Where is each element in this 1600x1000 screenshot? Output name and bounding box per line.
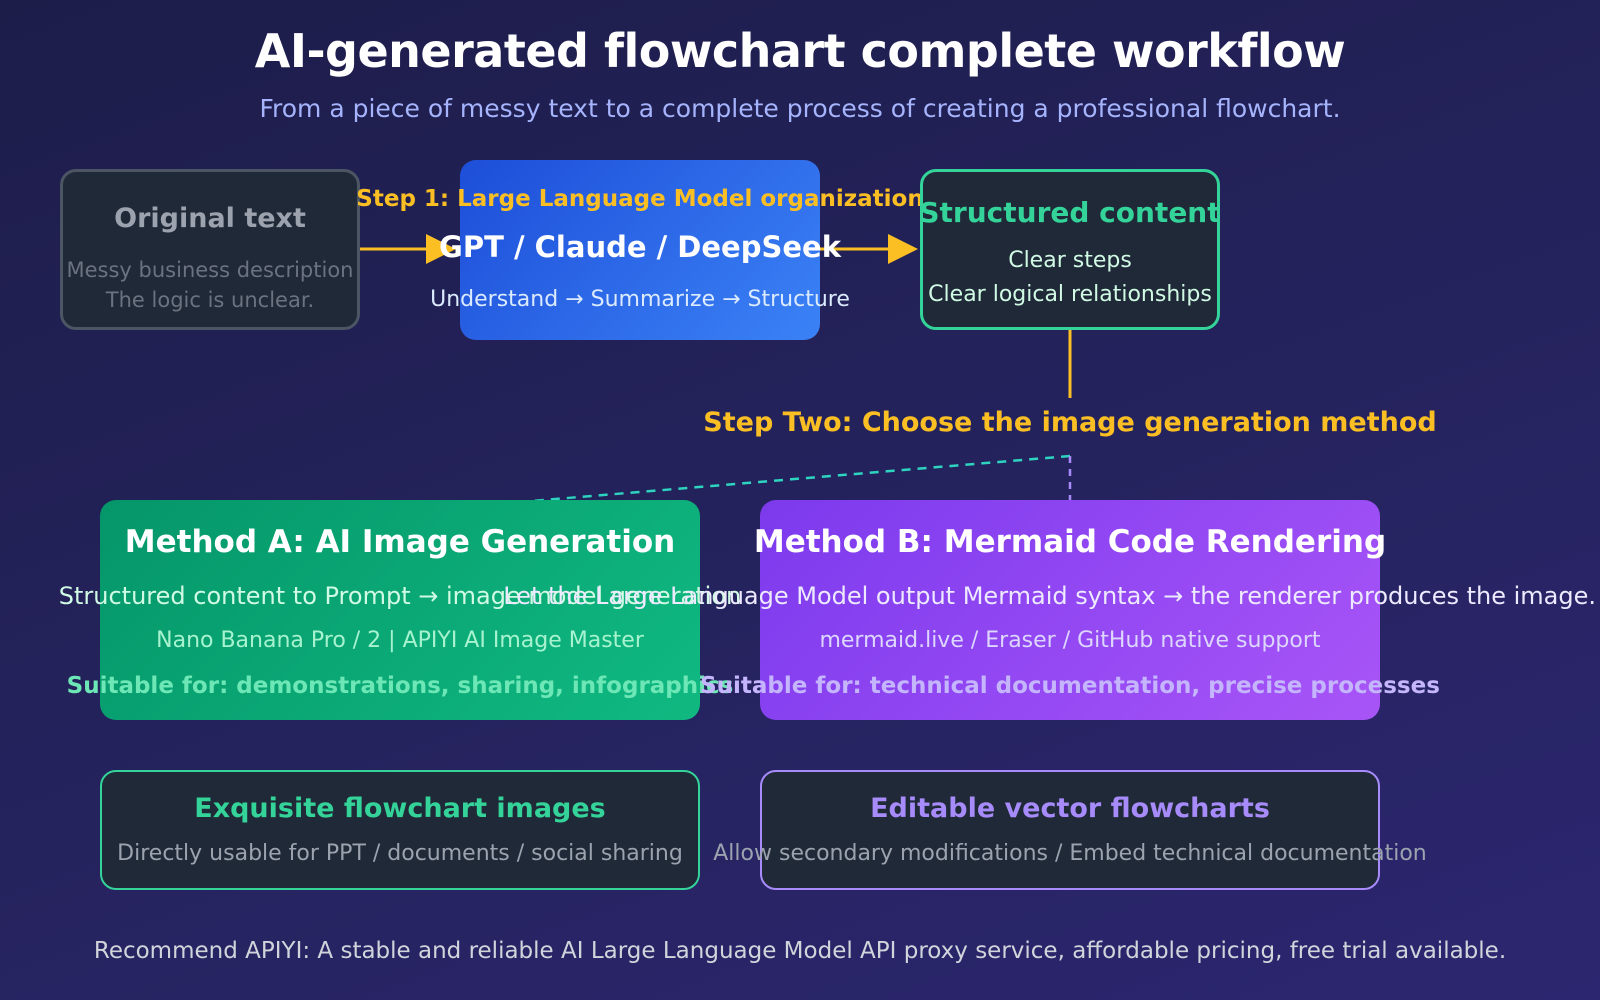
- method-b-title: Method B: Mermaid Code Rendering: [753, 524, 1387, 560]
- structured-content-title: Structured content: [919, 196, 1221, 229]
- method-b-box: [760, 500, 1380, 720]
- original-text-box: [60, 169, 360, 330]
- output-a-title: Exquisite flowchart images: [194, 793, 606, 824]
- structured-content-box: [920, 169, 1220, 330]
- output-b-title: Editable vector flowcharts: [870, 793, 1270, 824]
- output-a-subtitle: Directly usable for PPT / documents / so…: [117, 841, 683, 866]
- method-a-title: Method A: AI Image Generation: [124, 524, 676, 560]
- page-title: AI-generated flowchart complete workflow: [254, 24, 1346, 78]
- original-text-title: Original text: [114, 203, 306, 234]
- structured-content-line-2: Clear logical relationships: [928, 282, 1212, 307]
- method-a-box: [100, 500, 700, 720]
- llm-subtitle: Understand → Summarize → Structure: [430, 287, 850, 312]
- method-a-tools: Nano Banana Pro / 2 | APIYI AI Image Mas…: [156, 628, 644, 653]
- method-b-tools: mermaid.live / Eraser / GitHub native su…: [819, 628, 1321, 653]
- method-b-description: Let the Large Language Model output Merm…: [503, 582, 1596, 610]
- method-b-suitable-for: Suitable for: technical documentation, p…: [700, 673, 1440, 699]
- output-b-box: [760, 770, 1380, 890]
- output-a-box: [100, 770, 700, 890]
- structured-content-line-1: Clear steps: [1008, 248, 1132, 273]
- footer-recommendation: Recommend APIYI: A stable and reliable A…: [93, 938, 1507, 964]
- method-a-suitable-for: Suitable for: demonstrations, sharing, i…: [66, 673, 734, 699]
- page-subtitle: From a piece of messy text to a complete…: [259, 94, 1341, 123]
- original-text-line-1: Messy business description: [66, 258, 354, 282]
- method-a-description: Structured content to Prompt → image mod…: [58, 582, 742, 610]
- step-1-label: Step 1: Large Language Model organizatio…: [356, 186, 924, 212]
- output-b-subtitle: Allow secondary modifications / Embed te…: [713, 841, 1427, 866]
- step-2-label: Step Two: Choose the image generation me…: [703, 407, 1437, 438]
- llm-title: GPT / Claude / DeepSeek: [439, 230, 841, 264]
- llm-box: [460, 160, 820, 340]
- original-text-line-2: The logic is unclear.: [105, 288, 315, 312]
